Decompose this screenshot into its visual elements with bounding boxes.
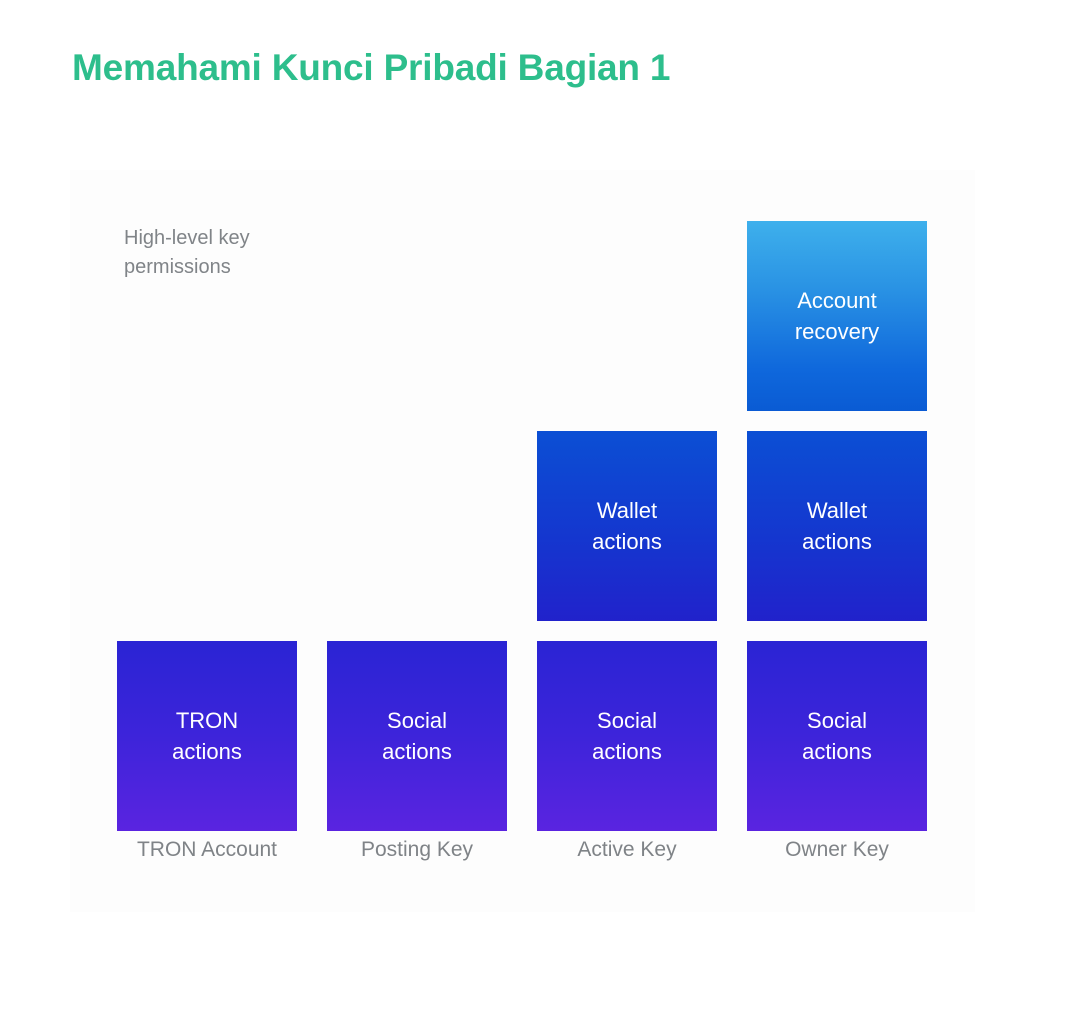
matrix-cell-empty xyxy=(117,431,297,621)
matrix-cell-wallet-actions-owner[interactable]: Wallet actions xyxy=(747,431,927,621)
key-box-wallet-actions[interactable]: Wallet actions xyxy=(537,431,717,621)
matrix-cell-social-actions-posting[interactable]: Social actions xyxy=(327,641,507,831)
page-title: Memahami Kunci Pribadi Bagian 1 xyxy=(72,46,671,88)
matrix-cell-empty xyxy=(537,221,717,411)
key-box-label: Wallet actions xyxy=(802,498,872,554)
column-caption-tron-account: TRON Account xyxy=(136,838,278,861)
key-box-social-actions[interactable]: Social actions xyxy=(537,641,717,831)
matrix-cell-wallet-actions-active[interactable]: Wallet actions xyxy=(537,431,717,621)
matrix-cell-empty xyxy=(117,221,297,411)
key-box-social-actions[interactable]: Social actions xyxy=(747,641,927,831)
key-permission-matrix: Account recovery Wallet actions Wallet a… xyxy=(117,221,927,831)
key-box-wallet-actions[interactable]: Wallet actions xyxy=(747,431,927,621)
key-box-account-recovery[interactable]: Account recovery xyxy=(747,221,927,411)
key-box-label: Social actions xyxy=(592,708,662,764)
column-caption-posting-key: Posting Key xyxy=(360,838,474,861)
column-caption-owner-key: Owner Key xyxy=(785,838,889,861)
column-caption-active-key: Active Key xyxy=(577,838,677,861)
key-box-label: Account recovery xyxy=(794,288,880,344)
matrix-cell-account-recovery-owner[interactable]: Account recovery xyxy=(747,221,927,411)
key-box-label: Social actions xyxy=(802,708,872,764)
key-box-label: Wallet actions xyxy=(592,498,662,554)
matrix-row-social-actions: TRON actions Social actions Social actio… xyxy=(117,641,927,831)
matrix-cell-social-actions-owner[interactable]: Social actions xyxy=(747,641,927,831)
matrix-cell-empty xyxy=(327,221,507,411)
key-box-label: TRON actions xyxy=(172,708,242,764)
matrix-cell-social-actions-active[interactable]: Social actions xyxy=(537,641,717,831)
key-box-social-actions[interactable]: Social actions xyxy=(327,641,507,831)
matrix-cell-tron-actions-account[interactable]: TRON actions xyxy=(117,641,297,831)
matrix-row-account-recovery: Account recovery xyxy=(117,221,927,411)
column-captions: TRON Account Posting Key Active Key Owne… xyxy=(117,838,927,870)
key-box-label: Social actions xyxy=(382,708,452,764)
matrix-cell-empty xyxy=(327,431,507,621)
high-level-permissions-label: High-level key permissions xyxy=(124,227,250,278)
key-box-tron-actions[interactable]: TRON actions xyxy=(117,641,297,831)
matrix-row-wallet-actions: Wallet actions Wallet actions xyxy=(117,431,927,621)
